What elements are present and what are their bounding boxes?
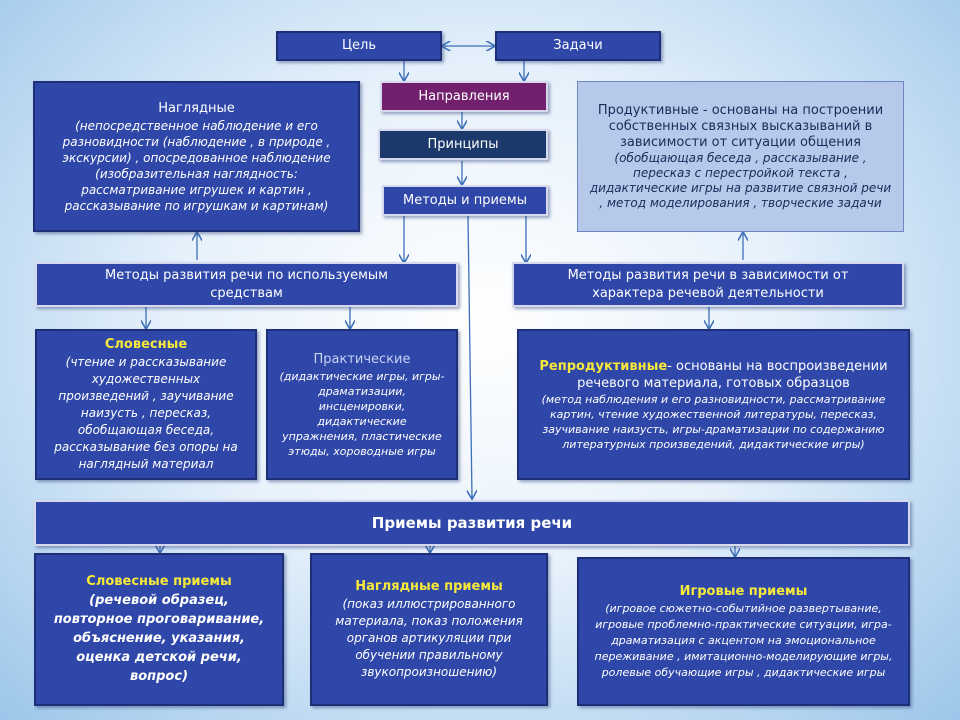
verbal-techniques-box: Словесные приемы (речевой образец, повто… (34, 553, 284, 706)
reproductive-methods-text: - основаны на воспроизведении речевого м… (577, 358, 888, 391)
directions-label: Направления (418, 88, 510, 104)
reproductive-methods-examples: (метод наблюдения и его разновидности, р… (541, 392, 886, 451)
verbal-techniques-title: Словесные приемы (86, 574, 232, 589)
reproductive-methods-title: Репродуктивные (539, 358, 668, 374)
productive-methods-text: Продуктивные - основаны на построении со… (597, 102, 884, 150)
practical-methods-text: (дидактические игры, игры-драматизации, … (279, 369, 445, 458)
visual-techniques-title: Наглядные приемы (355, 579, 503, 594)
reproductive-methods-box: Репродуктивные- основаны на воспроизведе… (517, 329, 910, 480)
productive-methods-examples: (обобщающая беседа , рассказывание , пер… (589, 150, 892, 210)
game-techniques-title: Игровые приемы (679, 583, 808, 599)
techniques-label: Приемы развития речи (371, 514, 573, 532)
practical-methods-box: Практические (дидактические игры, игры-д… (266, 329, 458, 480)
visual-techniques-box: Наглядные приемы (показ иллюстрированног… (310, 553, 548, 706)
visual-methods-box: Наглядные (непосредственное наблюдение и… (33, 81, 360, 232)
visual-methods-title: Наглядные (158, 100, 235, 116)
methods-by-activity-label: Методы развития речи в зависимости от ха… (567, 267, 849, 301)
visual-methods-text: (непосредственное наблюдение и его разно… (62, 118, 331, 213)
methods-box: Методы и приемы (382, 185, 548, 216)
principles-label: Принципы (427, 136, 499, 152)
methods-by-activity-box: Методы развития речи в зависимости от ха… (512, 262, 904, 307)
verbal-methods-title: Словесные (104, 337, 188, 352)
practical-methods-title: Практические (313, 351, 411, 367)
methods-by-means-box: Методы развития речи по используемым сре… (35, 262, 458, 307)
methods-label: Методы и приемы (403, 192, 527, 208)
goal-box: Цель (276, 31, 442, 61)
principles-box: Принципы (378, 129, 548, 160)
game-techniques-text: (игровое сюжетно-событийное развертывани… (594, 601, 893, 679)
tasks-box: Задачи (495, 31, 661, 61)
verbal-methods-box: Словесные (чтение и рассказывание художе… (35, 329, 257, 480)
directions-box: Направления (380, 81, 548, 112)
verbal-methods-text: (чтение и рассказывание художественных п… (54, 355, 238, 471)
methods-by-means-label: Методы развития речи по используемым сре… (105, 267, 388, 301)
techniques-box: Приемы развития речи (34, 500, 910, 546)
verbal-techniques-text: (речевой образец, повторное проговариван… (53, 593, 265, 684)
game-techniques-box: Игровые приемы (игровое сюжетно-событийн… (577, 557, 910, 706)
productive-methods-box: Продуктивные - основаны на построении со… (577, 81, 904, 232)
goal-label: Цель (341, 38, 377, 53)
tasks-label: Задачи (553, 38, 603, 53)
visual-techniques-text: (показ иллюстрированного материала, пока… (335, 597, 523, 679)
